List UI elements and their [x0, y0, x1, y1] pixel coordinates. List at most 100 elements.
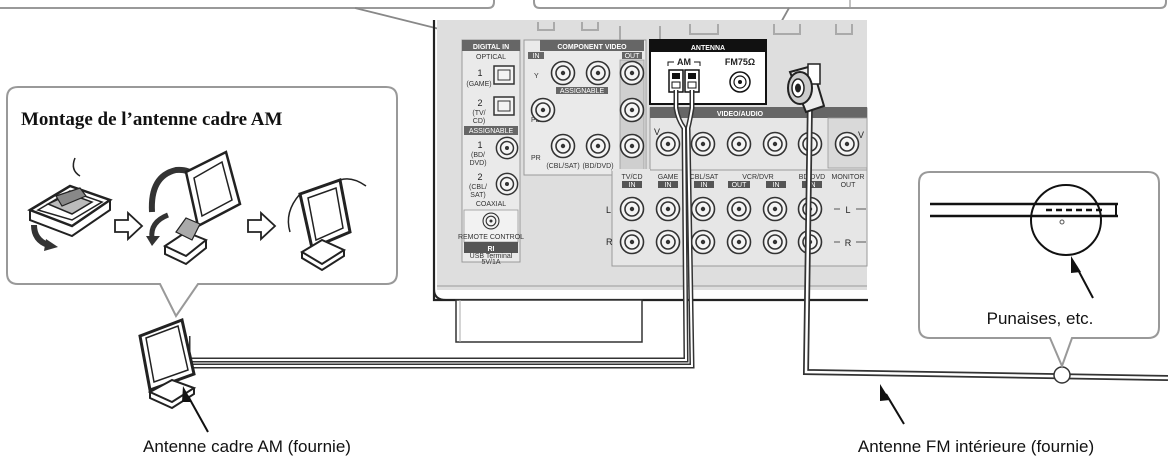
optical-label: OPTICAL: [476, 54, 506, 61]
svg-text:IN: IN: [533, 53, 540, 60]
svg-text:2: 2: [477, 98, 482, 108]
component-pr-in-1[interactable]: [550, 133, 576, 159]
video-audio-label: VIDEO/AUDIO: [717, 111, 764, 118]
thumbtack-pin: [1053, 366, 1071, 384]
svg-text:2: 2: [477, 172, 482, 182]
svg-text:GAME: GAME: [658, 174, 679, 181]
am-loop-antenna-label: Antenne cadre AM (fournie): [143, 437, 351, 456]
svg-text:IN: IN: [629, 182, 636, 189]
component-y-in-1[interactable]: [550, 60, 576, 86]
svg-text:OUT: OUT: [625, 53, 641, 60]
video-jack-3[interactable]: [726, 131, 752, 157]
audio-l-jack-2[interactable]: [655, 196, 681, 222]
svg-text:DVD): DVD): [469, 160, 486, 167]
component-y-in-2[interactable]: [585, 60, 611, 86]
digital-in-label: DIGITAL IN: [473, 44, 509, 51]
svg-text:L: L: [845, 205, 850, 215]
svg-text:R: R: [606, 237, 613, 247]
video-jack-4[interactable]: [762, 131, 788, 157]
receiver-foot: [455, 299, 643, 343]
svg-text:CBL/SAT: CBL/SAT: [690, 174, 719, 181]
fm-antenna-cable: [787, 63, 1168, 384]
audio-r-jack-2[interactable]: [655, 229, 681, 255]
thumbtacks-label: Punaises, etc.: [987, 309, 1094, 328]
svg-text:5V/1A: 5V/1A: [481, 259, 500, 266]
svg-text:VCR/DVR: VCR/DVR: [742, 174, 774, 181]
svg-text:(CBL/: (CBL/: [469, 184, 487, 191]
am-loop-assembly-title: Montage de l’antenne cadre AM: [21, 109, 282, 130]
svg-text:CD): CD): [473, 118, 485, 125]
svg-text:V: V: [654, 127, 660, 137]
coaxial-jack-1[interactable]: [495, 136, 519, 160]
svg-text:(BD/DVD): (BD/DVD): [582, 163, 613, 170]
video-jack-2[interactable]: [690, 131, 716, 157]
svg-text:(TV/: (TV/: [472, 110, 485, 117]
svg-text:OUT: OUT: [732, 182, 748, 189]
component-pb-in-0[interactable]: [530, 97, 556, 123]
am-antenna-arrow: [182, 386, 192, 402]
svg-text:MONITOR: MONITOR: [832, 174, 865, 181]
svg-text:(GAME): (GAME): [466, 81, 491, 88]
component-video-label: COMPONENT VIDEO: [557, 44, 627, 51]
arrow-step-2-3: [247, 210, 277, 242]
svg-text:OUT: OUT: [841, 182, 857, 189]
svg-text:ASSIGNABLE: ASSIGNABLE: [469, 128, 514, 135]
audio-l-jack-1[interactable]: [619, 196, 645, 222]
arrow-step-1-2: [114, 210, 144, 242]
svg-text:Y: Y: [534, 73, 539, 80]
audio-r-jack-5[interactable]: [762, 229, 788, 255]
digital-in-section: DIGITAL IN OPTICAL 1 (GAME) 2 (TV/ CD) A…: [458, 39, 524, 266]
am-loop-antenna: [138, 317, 197, 410]
monitor-video-jack[interactable]: [834, 131, 860, 157]
audio-l-jack-5[interactable]: [762, 196, 788, 222]
svg-text:SAT): SAT): [470, 192, 485, 199]
svg-text:IN: IN: [773, 182, 780, 189]
svg-text:COAXIAL: COAXIAL: [476, 201, 506, 208]
am-loop-assembly-callout: Montage de l’antenne cadre AM: [6, 86, 398, 318]
component-video-section: COMPONENT VIDEO IN OUT Y ASSIGNABLE PB P…: [523, 39, 647, 176]
fm-indoor-antenna-label: Antenne FM intérieure (fournie): [858, 437, 1094, 456]
svg-text:IN: IN: [809, 182, 816, 189]
component-pr-out[interactable]: [619, 133, 645, 159]
svg-text:BD/DVD: BD/DVD: [799, 174, 825, 181]
fm-antenna-arrow: [880, 384, 890, 401]
component-pb-out[interactable]: [619, 97, 645, 123]
audio-l-jack-3[interactable]: [690, 196, 716, 222]
audio-r-jack-1[interactable]: [619, 229, 645, 255]
thumbtack-arrow: [1071, 256, 1081, 273]
am-loop-step-3-assembled: [287, 178, 367, 272]
svg-text:ASSIGNABLE: ASSIGNABLE: [560, 88, 605, 95]
svg-text:IN: IN: [701, 182, 708, 189]
remote-control-jack[interactable]: [482, 212, 500, 230]
audio-r-jack-4[interactable]: [726, 229, 752, 255]
svg-text:(CBL/SAT): (CBL/SAT): [546, 163, 579, 170]
coaxial-jack-2[interactable]: [495, 172, 519, 196]
svg-text:REMOTE CONTROL: REMOTE CONTROL: [458, 234, 524, 241]
antenna-section: ANTENNA AM FM75Ω: [649, 39, 767, 105]
am-loop-step-1-folded: [27, 157, 113, 251]
am-terminal-label: AM: [677, 57, 691, 67]
svg-text:V: V: [858, 130, 864, 140]
fm-terminal-label: FM75Ω: [725, 57, 755, 67]
svg-text:L: L: [606, 205, 611, 215]
am-loop-step-2-unfold: [146, 150, 242, 266]
optical-jack-1[interactable]: [493, 65, 515, 85]
callout-box-left: [0, 0, 495, 9]
svg-text:1: 1: [477, 140, 482, 150]
antenna-label: ANTENNA: [691, 45, 725, 52]
audio-r-jack-3[interactable]: [690, 229, 716, 255]
video-jack-1[interactable]: [655, 131, 681, 157]
svg-text:PR: PR: [531, 155, 541, 162]
svg-text:R: R: [845, 238, 852, 248]
svg-text:USB Terminal: USB Terminal: [470, 253, 513, 260]
thumbtack-callout: Punaises, etc.: [918, 171, 1160, 369]
component-y-out[interactable]: [619, 60, 645, 86]
am-antenna-cable: [177, 90, 695, 369]
svg-text:1: 1: [477, 68, 482, 78]
optical-jack-2[interactable]: [493, 96, 515, 116]
audio-l-jack-4[interactable]: [726, 196, 752, 222]
component-pr-in-2[interactable]: [585, 133, 611, 159]
thumbtack-magnifier: [1030, 184, 1102, 256]
svg-text:TV/CD: TV/CD: [622, 174, 643, 181]
